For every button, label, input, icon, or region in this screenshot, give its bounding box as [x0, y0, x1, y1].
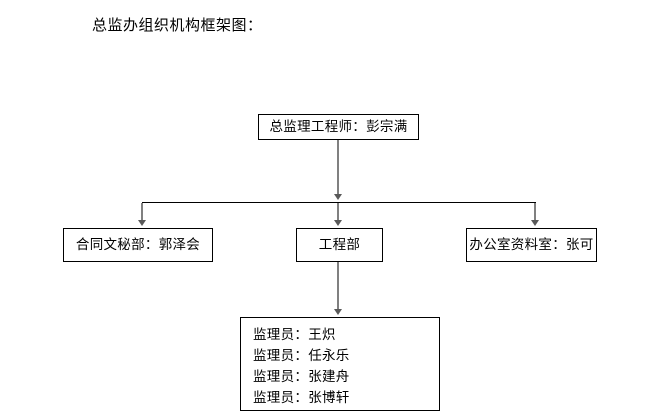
arrow-chief-to-bar-icon: [334, 194, 342, 200]
node-chief-supervisor-label: 总监理工程师：彭宗满: [269, 119, 408, 135]
node-engineering-department-label: 工程部: [318, 237, 361, 253]
node-office-archives-label: 办公室资料室：张可: [469, 237, 594, 253]
connector-distribution-bar: [142, 202, 536, 203]
node-chief-supervisor[interactable]: 总监理工程师：彭宗满: [258, 114, 419, 140]
node-contract-secretariat-label: 合同文秘部：郭泽会: [75, 237, 201, 253]
connector-bar-to-office: [534, 203, 536, 222]
connector-engineering-to-inspectors: [337, 262, 339, 311]
arrow-bar-to-engineering-icon: [334, 220, 342, 226]
list-item: 监理员：张建舟: [253, 369, 350, 385]
node-office-archives[interactable]: 办公室资料室：张可: [466, 228, 597, 262]
list-item: 监理员：王炽: [253, 327, 336, 343]
node-engineering-department[interactable]: 工程部: [296, 228, 383, 262]
arrow-bar-to-office-icon: [531, 220, 539, 226]
list-item: 监理员：张博轩: [253, 390, 350, 406]
connector-bar-to-contract: [141, 203, 143, 222]
connector-bar-to-engineering: [337, 203, 339, 222]
node-contract-secretariat[interactable]: 合同文秘部：郭泽会: [63, 228, 213, 262]
page-title: 总监办组织机构框架图：: [92, 16, 263, 34]
arrow-bar-to-contract-icon: [138, 220, 146, 226]
list-item: 监理员：任永乐: [253, 348, 350, 364]
node-inspectors-list[interactable]: 监理员：王炽 监理员：任永乐 监理员：张建舟 监理员：张博轩: [240, 317, 440, 411]
connector-chief-to-bar: [337, 140, 339, 196]
arrow-engineering-to-inspectors-icon: [334, 309, 342, 315]
